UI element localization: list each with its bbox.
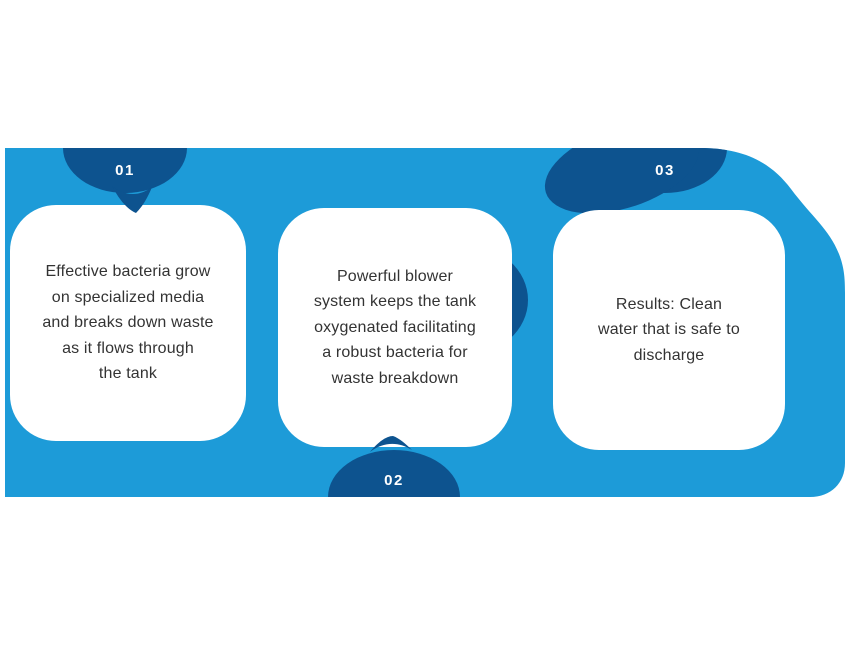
- step-1-line: as it flows through: [62, 339, 194, 357]
- step-1-line: the tank: [98, 365, 158, 383]
- step-2-text: Powerful blower system keeps the tank ox…: [314, 264, 476, 392]
- step-1-card: Effective bacteria grow on specialized m…: [10, 205, 246, 441]
- step-1-line: and breaks down waste: [42, 314, 214, 332]
- step-1-line: Effective bacteria grow: [45, 263, 211, 281]
- step-1-badge-shape: [63, 148, 187, 193]
- step-1-line: on specialized media: [51, 288, 205, 306]
- step-3-card: Results: Clean water that is safe to dis…: [553, 210, 785, 450]
- step-3-line: Results: Clean: [615, 295, 723, 313]
- step-3-number-badge: 03: [655, 162, 675, 179]
- step-3-badge-wing: [544, 148, 700, 214]
- step-2-line: waste breakdown: [331, 369, 459, 387]
- step-3-line: discharge: [633, 346, 705, 364]
- step-2-line: oxygenated facilitating: [314, 318, 476, 336]
- step-2-line: a robust bacteria for: [322, 344, 468, 362]
- step-3-text: Results: Clean water that is safe to dis…: [598, 292, 740, 369]
- step-2-number-badge: 02: [384, 472, 404, 489]
- step-1-text: Effective bacteria grow on specialized m…: [42, 259, 213, 387]
- step-3-line: water that is safe to: [598, 321, 740, 339]
- step-2-line: system keeps the tank: [313, 293, 477, 311]
- step-2-card: Powerful blower system keeps the tank ox…: [278, 208, 512, 447]
- step-2-line: Powerful blower: [336, 267, 454, 285]
- step-2-badge-shape: [328, 450, 460, 497]
- step-1-number-badge: 01: [115, 162, 135, 179]
